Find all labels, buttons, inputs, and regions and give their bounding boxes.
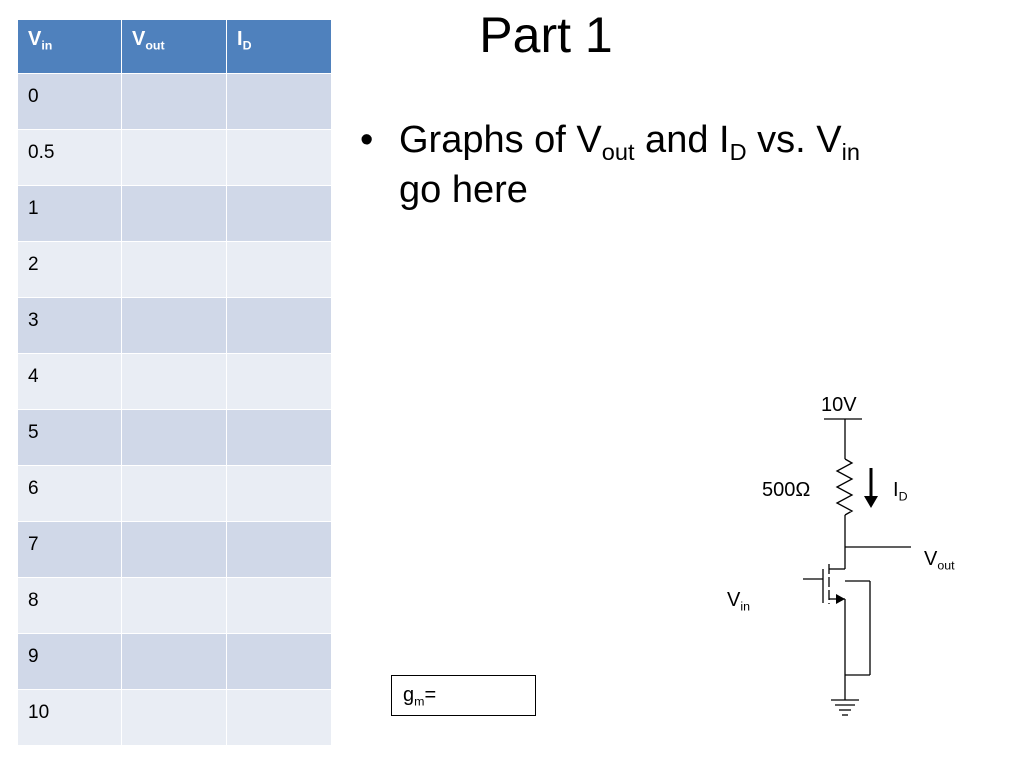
current-label: ID <box>893 479 908 504</box>
id-cell[interactable] <box>226 129 332 186</box>
bullet-text: Graphs of Vout and ID vs. Vin go here <box>399 119 860 211</box>
table-row: 10 <box>17 689 332 746</box>
vout-cell[interactable] <box>121 241 227 298</box>
vin-cell: 6 <box>17 465 122 522</box>
table-row: 2 <box>17 241 332 298</box>
vout-cell[interactable] <box>121 521 227 578</box>
vout-cell[interactable] <box>121 353 227 410</box>
vout-cell[interactable] <box>121 409 227 466</box>
id-cell[interactable] <box>226 465 332 522</box>
vin-cell: 7 <box>17 521 122 578</box>
vin-cell: 5 <box>17 409 122 466</box>
table-header-row: Vin Vout ID <box>17 19 332 74</box>
header-id: ID <box>226 19 332 74</box>
table-row: 8 <box>17 577 332 634</box>
source-arrow-icon <box>836 594 845 604</box>
id-cell[interactable] <box>226 185 332 242</box>
vin-cell: 1 <box>17 185 122 242</box>
bullet-point: • Graphs of Vout and ID vs. Vin go here <box>360 115 920 215</box>
vin-cell: 2 <box>17 241 122 298</box>
vout-label: Vout <box>924 548 955 573</box>
id-cell[interactable] <box>226 577 332 634</box>
table-row: 0.5 <box>17 129 332 186</box>
header-vin: Vin <box>17 19 122 74</box>
supply-voltage-label: 10V <box>821 394 857 416</box>
header-vout: Vout <box>121 19 227 74</box>
vout-cell[interactable] <box>121 297 227 354</box>
table-row: 9 <box>17 633 332 690</box>
vin-cell: 3 <box>17 297 122 354</box>
id-cell[interactable] <box>226 241 332 298</box>
table-row: 3 <box>17 297 332 354</box>
id-cell[interactable] <box>226 633 332 690</box>
table-row: 6 <box>17 465 332 522</box>
table-row: 1 <box>17 185 332 242</box>
current-arrow-icon <box>864 496 878 508</box>
table-row: 4 <box>17 353 332 410</box>
vout-cell[interactable] <box>121 185 227 242</box>
vout-cell[interactable] <box>121 465 227 522</box>
table-row: 5 <box>17 409 332 466</box>
id-cell[interactable] <box>226 297 332 354</box>
vin-cell: 4 <box>17 353 122 410</box>
measurement-table: Vin Vout ID 0 0.5 1 2 3 4 5 6 7 8 9 10 <box>17 19 332 746</box>
id-cell[interactable] <box>226 521 332 578</box>
vout-cell[interactable] <box>121 129 227 186</box>
resistor <box>835 458 854 516</box>
vin-cell: 0 <box>17 73 122 130</box>
vout-cell[interactable] <box>121 73 227 130</box>
resistor-label: 500Ω <box>762 479 811 501</box>
id-cell[interactable] <box>226 353 332 410</box>
table-row: 0 <box>17 73 332 130</box>
vout-cell[interactable] <box>121 633 227 690</box>
id-cell[interactable] <box>226 689 332 746</box>
slide-title: Part 1 <box>479 7 613 63</box>
vin-cell: 0.5 <box>17 129 122 186</box>
vout-cell[interactable] <box>121 577 227 634</box>
vin-label: Vin <box>727 589 750 614</box>
gm-answer-box[interactable]: gm= <box>391 675 536 716</box>
bullet-dot: • <box>360 119 374 161</box>
table-row: 7 <box>17 521 332 578</box>
vin-cell: 10 <box>17 689 122 746</box>
